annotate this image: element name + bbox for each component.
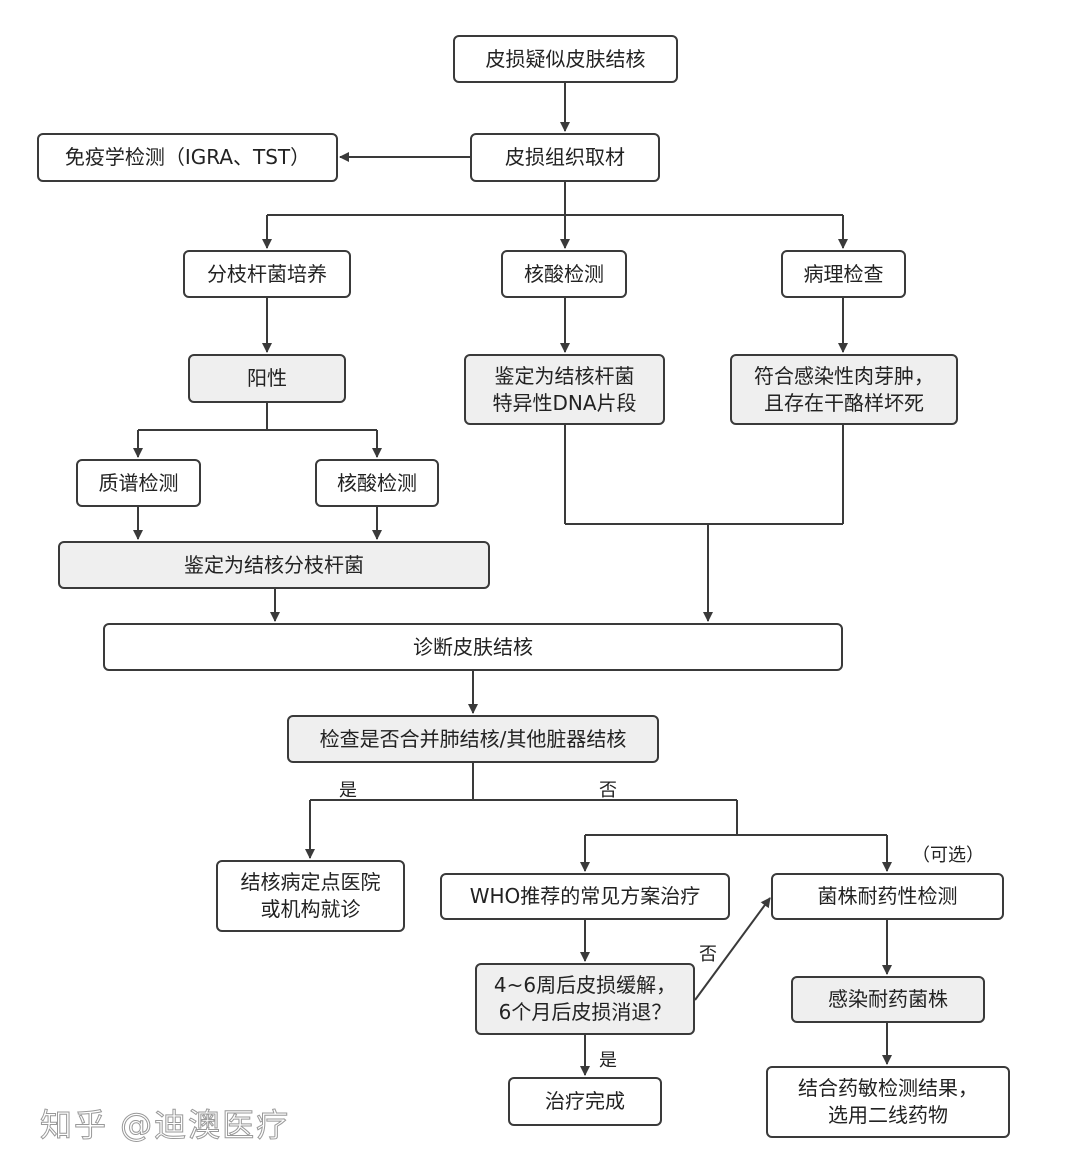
node-dna: 鉴定为结核杆菌 特异性DNA片段 [464,354,665,425]
node-hospital: 结核病定点医院 或机构就诊 [216,860,405,932]
node-pathology: 病理检查 [781,250,906,298]
label-yes-remission: 是 [599,1050,617,1071]
node-sampling: 皮损组织取材 [470,133,660,182]
node-suspect: 皮损疑似皮肤结核 [453,35,678,83]
node-granuloma: 符合感染性肉芽肿， 且存在干酪样坏死 [730,354,958,425]
node-done: 治疗完成 [508,1077,662,1126]
label-optional: （可选） [912,845,984,866]
node-nucleic: 核酸检测 [501,250,627,298]
node-second-line: 结合药敏检测结果， 选用二线药物 [766,1066,1010,1138]
node-remission: 4~6周后皮损缓解， 6个月后皮损消退？ [475,963,695,1035]
label-no: 否 [599,780,617,801]
node-identified: 鉴定为结核分枝杆菌 [58,541,490,589]
watermark: 知乎 @迪澳医疗 [39,1106,291,1145]
node-culture: 分枝杆菌培养 [183,250,351,298]
edge-no-to-resistance [694,897,771,1001]
node-nucleic2: 核酸检测 [315,459,439,507]
node-check-other: 检查是否合并肺结核/其他脏器结核 [287,715,659,763]
node-positive: 阳性 [188,354,346,403]
label-yes: 是 [339,780,357,801]
node-who: WHO推荐的常见方案治疗 [440,873,730,920]
label-no-remission: 否 [699,944,717,965]
node-immuno: 免疫学检测（IGRA、TST） [37,133,338,182]
node-mass-spec: 质谱检测 [76,459,201,507]
node-resistance-test: 菌株耐药性检测 [771,873,1004,920]
node-diagnosis: 诊断皮肤结核 [103,623,843,671]
node-resistant: 感染耐药菌株 [791,976,985,1023]
